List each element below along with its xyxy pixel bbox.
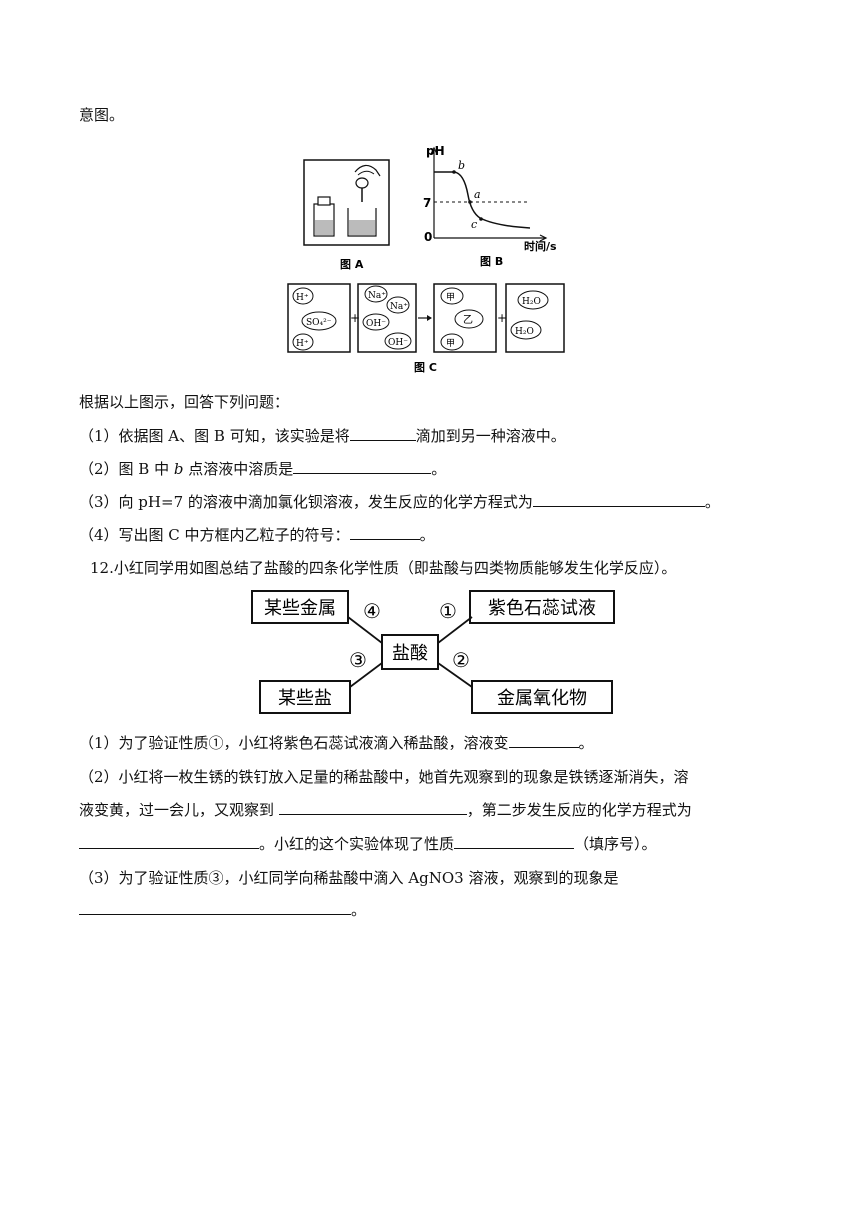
particle-yi: 乙 xyxy=(463,314,473,326)
number-3: ③ xyxy=(349,648,367,672)
q12-stem: 12.小红同学用如图总结了盐酸的四条化学性质（即盐酸与四类物质能够发生化学反应）… xyxy=(90,559,677,577)
figure-c: H⁺ SO₄²⁻ H⁺ + Na⁺ Na⁺ OH⁻ OH⁻ 甲 乙 甲 + H₂… xyxy=(287,283,565,374)
answer-blank[interactable] xyxy=(508,733,579,748)
answer-blank[interactable] xyxy=(349,426,416,441)
figure-a-caption: 图 A xyxy=(340,258,364,271)
point-b: b xyxy=(458,159,465,172)
top-right-box: 紫色石蕊试液 xyxy=(488,598,596,619)
q11-part2: （2）图 B 中 b 点溶液中溶质是。 xyxy=(79,459,447,478)
number-2: ② xyxy=(452,648,470,672)
q11-prompt: 根据以上图示，回答下列问题： xyxy=(79,393,290,411)
figure-b-y-label: pH xyxy=(426,144,445,158)
answer-blank[interactable] xyxy=(79,834,259,849)
svg-text:Na⁺: Na⁺ xyxy=(368,291,386,301)
center-box: 盐酸 xyxy=(392,643,428,664)
q12-part2-line1: （2）小红将一枚生锈的铁钉放入足量的稀盐酸中，她首先观察到的现象是铁锈逐渐消失，… xyxy=(79,768,689,786)
answer-blank[interactable] xyxy=(278,800,467,815)
number-1: ① xyxy=(439,599,457,623)
figure-b-tick-0: 0 xyxy=(424,230,432,244)
q12-part2-line3: 。小红的这个实验体现了性质（填序号）。 xyxy=(79,834,657,854)
svg-text:甲: 甲 xyxy=(446,338,455,349)
q12-part3-answer: 。 xyxy=(79,900,366,920)
answer-blank[interactable] xyxy=(349,525,420,540)
hydrochloric-acid-diagram: 某些金属 紫色石蕊试液 盐酸 某些盐 金属氧化物 ④ ① ③ ② xyxy=(251,590,615,714)
top-left-box: 某些金属 xyxy=(264,598,336,619)
point-a: a xyxy=(474,188,481,201)
dropper-icon xyxy=(354,164,381,202)
answer-blank[interactable] xyxy=(79,900,351,915)
q12-part2-line2: 液变黄，过一会儿，又观察到 ，第二步发生反应的化学方程式为 xyxy=(79,800,692,819)
figure-b-tick-7: 7 xyxy=(423,196,431,210)
svg-text:H⁺: H⁺ xyxy=(296,293,309,303)
bottom-left-box: 某些盐 xyxy=(278,688,332,709)
svg-text:H₂O: H₂O xyxy=(522,297,541,307)
svg-text:甲: 甲 xyxy=(446,292,455,303)
q11-part1: （1）依据图 A、图 B 可知，该实验是将滴加到另一种溶液中。 xyxy=(79,426,566,445)
bottom-right-box: 金属氧化物 xyxy=(497,688,587,709)
svg-text:OH⁻: OH⁻ xyxy=(366,319,386,329)
point-c: c xyxy=(471,218,477,231)
answer-blank[interactable] xyxy=(454,834,575,849)
svg-text:SO₄²⁻: SO₄²⁻ xyxy=(306,318,332,328)
q12-part3: （3）为了验证性质③，小红同学向稀盐酸中滴入 AgNO3 溶液，观察到的现象是 xyxy=(79,869,619,887)
svg-text:H⁺: H⁺ xyxy=(296,339,309,349)
svg-text:H₂O: H₂O xyxy=(515,327,534,337)
svg-text:+: + xyxy=(497,311,507,325)
svg-text:+: + xyxy=(350,311,360,325)
figure-c-caption: 图 C xyxy=(414,361,437,374)
number-4: ④ xyxy=(363,599,381,623)
beaker-icon xyxy=(347,208,377,237)
figure-a: 图 A xyxy=(303,159,390,271)
reagent-bottle-icon xyxy=(313,196,335,237)
svg-text:Na⁺: Na⁺ xyxy=(390,302,408,312)
figure-b-x-label: 时间/s xyxy=(524,239,557,253)
svg-text:OH⁻: OH⁻ xyxy=(388,338,408,348)
intro-tail: 意图。 xyxy=(79,106,125,124)
figure-b: pH 7 0 时间/s b a c 图 B xyxy=(423,144,557,268)
answer-blank[interactable] xyxy=(532,492,705,507)
answer-blank[interactable] xyxy=(293,459,432,474)
q12-part1: （1）为了验证性质①，小红将紫色石蕊试液滴入稀盐酸，溶液变。 xyxy=(79,733,594,752)
q11-part3: （3）向 pH=7 的溶液中滴加氯化钡溶液，发生反应的化学方程式为。 xyxy=(79,492,720,511)
ph-curve xyxy=(434,171,531,229)
figure-b-caption: 图 B xyxy=(480,255,503,268)
q11-part4: （4）写出图 C 中方框内乙粒子的符号：。 xyxy=(79,525,435,544)
